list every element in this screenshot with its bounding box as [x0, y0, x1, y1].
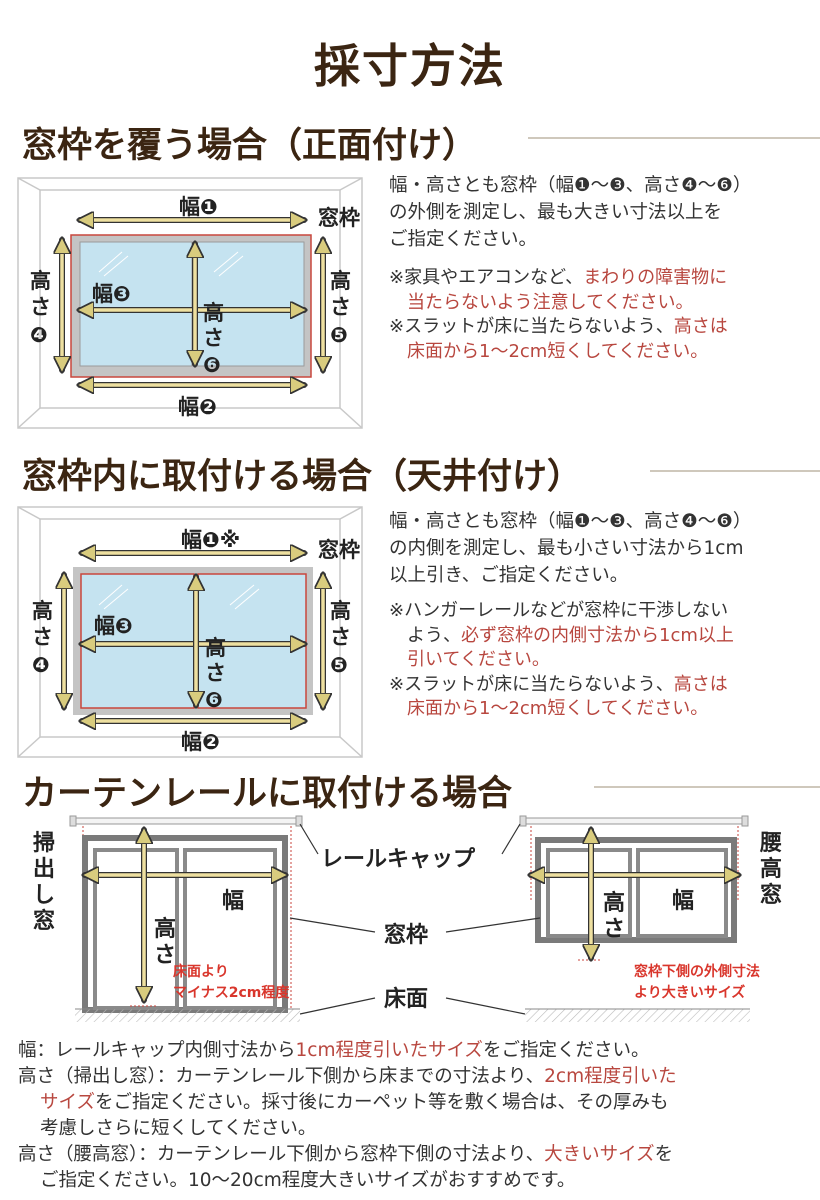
section2-rule	[650, 470, 820, 472]
s1-note1-a: ※家具やエアコンなど、	[389, 267, 584, 288]
s2-width3-label: 幅❸	[94, 614, 133, 638]
s1-note1-b: まわりの障害物に	[583, 267, 728, 288]
section3-rule	[594, 786, 820, 788]
footer-l2b: 2cm程度引いた	[544, 1066, 677, 1087]
s1-width2-label: 幅❷	[178, 395, 217, 419]
hakidashi-char1: 掃	[33, 830, 55, 856]
s2-h4-num: ❹	[32, 653, 50, 677]
s1-h5-num: ❺	[330, 323, 348, 347]
footer-l5c: を	[654, 1144, 674, 1165]
sill-note-line1: 窓枠下側の外側寸法	[634, 963, 760, 980]
s1-h6-num: ❻	[203, 353, 221, 377]
s1-notes: ※家具やエアコンなど、まわりの障害物に 当たらないよう注意してください。 ※スラ…	[389, 266, 728, 364]
height-right-char1: 高	[603, 890, 625, 916]
footer-l5a: 高さ（腰高窓）：カーテンレール下側から窓枠下側の寸法より、	[18, 1144, 545, 1165]
section3-diagram: 掃 出 し 窓 腰 高 窓 レールキャップ 窓枠 床面 幅 幅 高 さ 高 さ …	[33, 815, 782, 1022]
s2-note1-c: 必ず窓枠の内側寸法から1cm以上	[461, 624, 734, 646]
s2-h6-char1: 高	[205, 636, 226, 660]
width-right-label: 幅	[672, 889, 694, 914]
s1-h5-char2: さ	[330, 295, 351, 319]
s2-width1-label: 幅❶※	[181, 528, 240, 552]
koshidaka-char3: 窓	[760, 882, 782, 908]
footer-l5b: 大きいサイズ	[544, 1144, 655, 1165]
footer-notes: 幅：レールキャップ内側寸法から1cm程度引いたサイズをご指定ください。 高さ（掃…	[18, 1038, 677, 1194]
s2-notes: ※ハンガーレールなどが窓枠に干渉しない よう、必ず窓枠の内側寸法から1cm以上 …	[389, 599, 734, 722]
footer-l3b: をご指定ください。採寸後にカーペット等を敷く場合は、その厚みも	[94, 1092, 669, 1113]
section1-heading: 窓枠を覆う場合（正面付け）	[22, 126, 478, 166]
s2-h6-num: ❻	[205, 688, 223, 712]
section2-diagram: 幅❶※ 幅❷ 幅❸ 窓枠 高 さ ❹ 高 さ ❺ 高 さ ❻	[17, 506, 363, 758]
footer-l2a: 高さ（掃出し窓）：カーテンレール下側から床までの寸法より、	[18, 1066, 545, 1087]
s1-note2-b: 高さは	[673, 316, 728, 337]
s2-note1-d: 引いてください。	[407, 649, 550, 670]
rail-cap-label: レールキャップ	[321, 847, 476, 872]
height-left-char2: さ	[154, 943, 176, 968]
s2-h6-char2: さ	[205, 661, 226, 685]
floor-label: 床面	[384, 986, 428, 1012]
s1-width1-label: 幅❶	[179, 195, 218, 219]
hakidashi-char2: 出	[33, 857, 55, 882]
s1-desc-line1: 幅・高さとも窓枠（幅❶〜❸、高さ❹〜❻）	[389, 175, 752, 196]
footer-l1b: 1cm程度引いたサイズ	[295, 1040, 483, 1061]
s1-frame-label: 窓枠	[318, 206, 360, 230]
s2-note1-a: ※ハンガーレールなどが窓枠に干渉しない	[389, 600, 729, 621]
s2-note2-a: ※スラットが床に当たらないよう、	[389, 673, 674, 695]
footer-l3a: サイズ	[40, 1092, 95, 1113]
height-right-char2: さ	[603, 917, 625, 942]
s2-note2-c: 床面から1〜2cm短くしてください。	[407, 698, 709, 719]
footer-l1c: をご指定ください。	[482, 1040, 650, 1061]
width-left-label: 幅	[222, 889, 244, 914]
s1-description: 幅・高さとも窓枠（幅❶〜❸、高さ❹〜❻） の外側を測定し、最も大きい寸法以上を …	[389, 172, 751, 253]
koshidaka-char2: 高	[760, 856, 782, 882]
s2-width2-label: 幅❷	[181, 730, 220, 754]
section1-diagram: 幅❶ 幅❷ 幅❸ 窓枠 高 さ ❹ 高 さ ❺ 高 さ ❻	[17, 177, 363, 429]
koshidaka-char1: 腰	[759, 831, 782, 856]
hakidashi-char4: 窓	[33, 908, 55, 934]
section3-heading: カーテンレールに取付ける場合	[22, 774, 513, 814]
s2-note2-b: 高さは	[673, 673, 728, 695]
footer-l1a: 幅：レールキャップ内側寸法から	[18, 1040, 296, 1061]
s2-frame-label: 窓枠	[318, 538, 360, 562]
floor-note-line1: 床面より	[173, 963, 229, 980]
s2-h5-num: ❺	[330, 653, 348, 677]
s2-h4-char1: 高	[32, 599, 53, 623]
s1-h6-char2: さ	[203, 326, 224, 350]
sill-note-line2: より大きいサイズ	[634, 984, 745, 1001]
s1-note1-c: 当たらないよう注意してください。	[407, 291, 694, 313]
s1-h4-char1: 高	[30, 269, 51, 293]
frame-label: 窓枠	[384, 922, 428, 948]
s2-h5-char1: 高	[330, 599, 351, 623]
page-title: 採寸方法	[314, 39, 506, 93]
footer-l6: ご指定ください。10〜20cm程度大きいサイズがおすすめです。	[40, 1170, 576, 1191]
s1-desc-line3: ご指定ください。	[389, 229, 538, 250]
footer-l4: 考慮しさらに短くしてください。	[40, 1118, 317, 1139]
section1-rule	[528, 137, 820, 139]
s2-note1-b: よう、	[407, 624, 461, 646]
s1-desc-line2: の外側を測定し、最も大きい寸法以上を	[389, 202, 723, 223]
height-left-char1: 高	[154, 916, 176, 942]
s2-h4-char2: さ	[32, 625, 53, 649]
s1-width3-label: 幅❸	[92, 282, 131, 306]
s2-h5-char2: さ	[330, 625, 351, 649]
s1-h4-num: ❹	[30, 323, 48, 347]
s1-h6-char1: 高	[203, 301, 224, 325]
hakidashi-char3: し	[33, 883, 55, 908]
s1-h4-char2: さ	[30, 295, 51, 319]
section2-heading: 窓枠内に取付ける場合（天井付け）	[22, 457, 583, 497]
s1-note2-c: 床面から1〜2cm短くしてください。	[407, 340, 709, 362]
s1-h5-char1: 高	[330, 269, 351, 293]
s1-note2-a: ※スラットが床に当たらないよう、	[389, 316, 674, 337]
s2-description: 幅・高さとも窓枠（幅❶〜❸、高さ❹〜❻） の内側を測定し、最も小さい寸法から1c…	[389, 508, 751, 589]
s2-desc-line1: 幅・高さとも窓枠（幅❶〜❸、高さ❹〜❻）	[389, 511, 752, 532]
floor-note-line2: マイナス2cm程度	[173, 984, 290, 1001]
s2-desc-line3: 以上引き、ご指定ください。	[389, 565, 629, 586]
s2-desc-line2: の内側を測定し、最も小さい寸法から1cm	[389, 538, 744, 559]
